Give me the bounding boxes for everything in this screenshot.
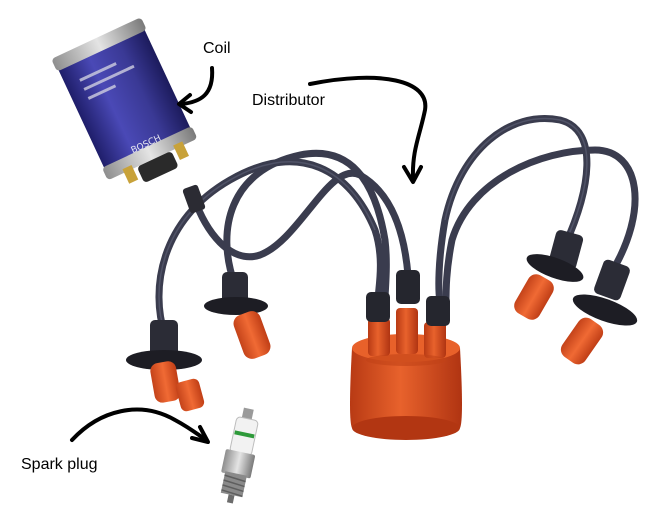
spark-plug-arrow — [72, 410, 206, 440]
distributor-arrow — [310, 78, 425, 178]
coil-body — [55, 23, 194, 176]
spark-plug — [215, 406, 264, 506]
plug-boot-3 — [511, 229, 587, 323]
distributor-label: Distributor — [252, 93, 325, 109]
plug-wire-2 — [227, 153, 386, 300]
coil-label: Coil — [203, 41, 231, 57]
plug-boot-2 — [204, 272, 273, 361]
plug-boot-1 — [126, 320, 205, 413]
spark-plug-label: Spark plug — [21, 457, 98, 473]
